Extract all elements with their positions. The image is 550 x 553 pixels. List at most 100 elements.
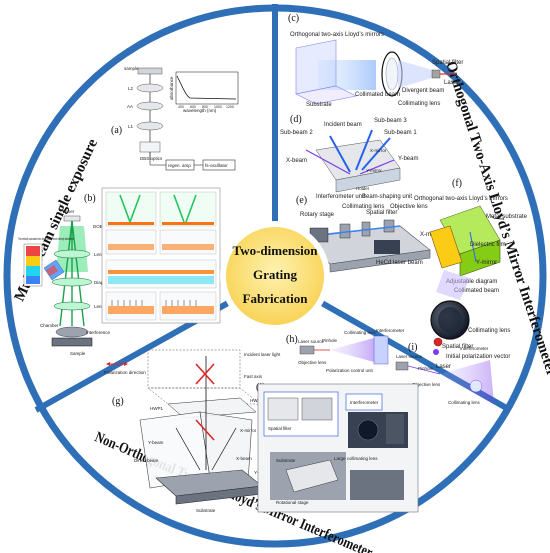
svg-text:X-beam: X-beam: [236, 456, 252, 461]
svg-text:Rotary stage: Rotary stage: [300, 212, 335, 218]
svg-text:regen. amp: regen. amp: [168, 163, 191, 168]
svg-text:Laser: Laser: [444, 80, 459, 86]
svg-text:Collimated beam: Collimated beam: [454, 288, 499, 294]
panel-c: (c) Orthogonal two-axis Lloyd’s mirrors …: [288, 13, 463, 108]
panel-label-d: (d): [290, 114, 302, 125]
svg-text:Polarization control unit: Polarization control unit: [326, 368, 374, 373]
svg-text:Interferometer: Interferometer: [376, 328, 405, 333]
svg-text:DBS optics: DBS optics: [140, 156, 163, 161]
svg-text:Large collimating lens: Large collimating lens: [334, 456, 378, 461]
svg-text:Y-beam: Y-beam: [398, 156, 418, 162]
svg-text:Y-beam: Y-beam: [148, 440, 164, 445]
svg-text:Lens: Lens: [94, 304, 105, 309]
svg-text:Fast axis: Fast axis: [244, 374, 263, 379]
svg-text:600: 600: [190, 105, 196, 109]
svg-text:Spatial filter: Spatial filter: [366, 210, 397, 216]
panel-j-photo: Spatial filter Interferometer Large coll…: [257, 383, 419, 513]
svg-text:Laser: Laser: [63, 209, 75, 214]
svg-text:Collimating lens: Collimating lens: [342, 204, 384, 210]
svg-text:HWP2: HWP2: [250, 398, 263, 403]
panel-d-geometry: X-beam Y-beam X-mirror Y-mirror Holder: [286, 129, 418, 193]
panel-b-optics: Laser DOE Lens Diaphragm Lens Chamber In…: [40, 209, 116, 356]
panel-label-b: (b): [84, 193, 96, 204]
svg-text:Objective lens: Objective lens: [412, 382, 441, 387]
svg-text:400: 400: [178, 105, 184, 109]
svg-text:Laser source: Laser source: [396, 354, 423, 359]
svg-text:AA: AA: [127, 104, 133, 109]
panel-a: sample L2 AA L1 DBS optics regen. amp fs…: [111, 66, 239, 171]
panel-g-body: Incident laser light Fast axis HWP1 HWP2…: [134, 349, 281, 513]
panel-i-body: Laser source Pinhole Objective lens Coll…: [395, 346, 494, 405]
center-badge: Two-dimension Grating Fabrication: [220, 221, 330, 331]
svg-text:Objective lens: Objective lens: [390, 204, 428, 210]
panel-g: (g) Polarization direction Incident lase…: [104, 349, 281, 513]
svg-text:Direct beam: Direct beam: [134, 458, 159, 463]
svg-text:Y-mirror: Y-mirror: [366, 168, 382, 173]
svg-text:Interference: Interference: [86, 330, 111, 335]
panel-label-a: (a): [111, 125, 122, 136]
svg-text:Sub-beam 1: Sub-beam 1: [384, 130, 417, 136]
svg-text:Beam-shaping unit: Beam-shaping unit: [362, 194, 412, 200]
svg-text:Laser source: Laser source: [298, 339, 325, 344]
svg-text:Y-mirror: Y-mirror: [476, 260, 497, 266]
svg-text:Initial polarization vector: Initial polarization vector: [446, 354, 510, 360]
panel-label-g: (g): [112, 396, 124, 407]
svg-text:Spatial filter: Spatial filter: [268, 426, 292, 431]
svg-text:Collimating lens: Collimating lens: [468, 328, 510, 334]
svg-text:L1: L1: [128, 124, 134, 129]
svg-text:wavelength (nm): wavelength (nm): [183, 108, 217, 113]
svg-text:Orthogonal two-axis Lloyd’s mi: Orthogonal two-axis Lloyd’s mirrors: [290, 32, 384, 38]
svg-text:HWP1: HWP1: [150, 406, 163, 411]
svg-text:Interferometer unit: Interferometer unit: [316, 194, 365, 200]
panel-b: (b) Laser DOE Lens Diaphragm Lens Chambe…: [18, 187, 221, 356]
svg-text:1200: 1200: [226, 105, 234, 109]
svg-text:Objective lens: Objective lens: [298, 360, 327, 365]
svg-text:Rotational stage: Rotational stage: [276, 500, 309, 505]
panel-g-polarization: Polarization direction: [104, 362, 146, 375]
center-line-2: Grating: [253, 267, 298, 282]
svg-text:Collimating lens: Collimating lens: [344, 330, 377, 335]
svg-text:X-beam: X-beam: [286, 158, 307, 164]
svg-text:Sub-beam 3: Sub-beam 3: [374, 118, 407, 124]
svg-text:absorbance: absorbance: [169, 76, 174, 100]
svg-text:1000: 1000: [214, 105, 222, 109]
svg-text:Interferometer: Interferometer: [460, 346, 489, 351]
svg-text:Dielectric film: Dielectric film: [470, 242, 506, 248]
svg-text:Collimating lens: Collimating lens: [448, 400, 481, 405]
panel-f: (f) Orthogonal two-axis Lloyd’s mirrors …: [414, 178, 528, 370]
panel-label-e: (e): [296, 195, 307, 206]
svg-text:Theoretically calculated four-: Theoretically calculated four-beam inter…: [18, 237, 74, 241]
svg-text:800: 800: [202, 105, 208, 109]
svg-text:Spatial filter: Spatial filter: [442, 344, 473, 350]
panel-label-f: (f): [452, 178, 462, 189]
svg-text:Polarization direction: Polarization direction: [104, 370, 146, 375]
svg-text:Adjustable diagram: Adjustable diagram: [446, 279, 497, 285]
svg-text:Interferometer: Interferometer: [350, 400, 379, 405]
panel-c-lens: Collimated beam Spatial filter Laser Div…: [355, 51, 463, 107]
panel-label-c: (c): [288, 13, 299, 24]
panel-b-heatmap: Theoretically calculated four-beam inter…: [18, 237, 74, 287]
svg-text:Substrate: Substrate: [306, 102, 332, 108]
panel-h-body: Laser source Pinhole Collimating lens In…: [298, 328, 405, 373]
panel-a-plot: wavelength (nm) absorbance 400 600 800 1…: [169, 71, 239, 113]
svg-text:X-mirror: X-mirror: [240, 428, 257, 433]
svg-text:Sub-beam 2: Sub-beam 2: [280, 130, 313, 136]
svg-text:Collimated beam: Collimated beam: [355, 92, 400, 98]
svg-text:Incident laser light: Incident laser light: [244, 352, 281, 357]
svg-text:Sample: Sample: [70, 351, 86, 356]
svg-text:Holder: Holder: [356, 186, 370, 191]
center-line-3: Fabrication: [243, 291, 309, 306]
panel-c-mirrors: Substrate: [295, 39, 376, 108]
svg-text:Spatial filter: Spatial filter: [432, 60, 463, 66]
svg-text:Metal substrate: Metal substrate: [486, 214, 528, 220]
svg-text:HeCd laser beam: HeCd laser beam: [376, 260, 423, 266]
panel-label-h: (h): [286, 334, 298, 345]
svg-text:DOE: DOE: [93, 224, 103, 229]
svg-text:fs-oscillator: fs-oscillator: [205, 163, 228, 168]
panel-d: (d) Incident beam Sub-beam 3 Sub-beam 2 …: [280, 114, 418, 193]
svg-text:Pinhole: Pinhole: [418, 366, 434, 371]
center-line-1: Two-dimension: [233, 243, 319, 258]
svg-text:Incident beam: Incident beam: [324, 122, 362, 128]
panel-a-optics: sample L2 AA L1 DBS optics regen. amp fs…: [124, 66, 236, 171]
